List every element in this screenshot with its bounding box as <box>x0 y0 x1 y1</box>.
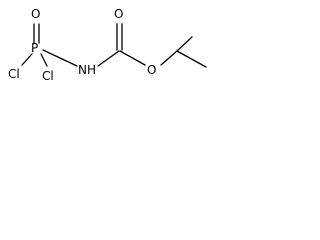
chemical-structure-diagram: O P Cl Cl NH O O <box>8 7 207 83</box>
ester-oxygen-atom-label: O <box>147 63 156 77</box>
p-cl-right-bond <box>40 53 48 67</box>
ester-oxygen-isopropyl-bond <box>160 50 178 66</box>
chlorine-right-atom-label: Cl <box>42 69 54 83</box>
nitrogen-hydrogen-atom-label: NH <box>78 63 96 77</box>
isopropyl-upper-branch <box>176 36 193 52</box>
carbonyl-carbon-ester-oxygen-bond <box>119 50 146 66</box>
phosphorus-oxygen-atom-label: O <box>31 7 40 21</box>
carbonyl-oxygen-atom-label: O <box>114 7 123 21</box>
phosphorus-atom-label: P <box>31 41 38 55</box>
isopropyl-lower-branch <box>176 50 207 68</box>
chlorine-left-atom-label: Cl <box>8 67 20 81</box>
p-cl-left-bond <box>21 53 33 66</box>
n-carbonyl-carbon-bond <box>97 50 120 67</box>
p-n-bond <box>42 49 78 67</box>
